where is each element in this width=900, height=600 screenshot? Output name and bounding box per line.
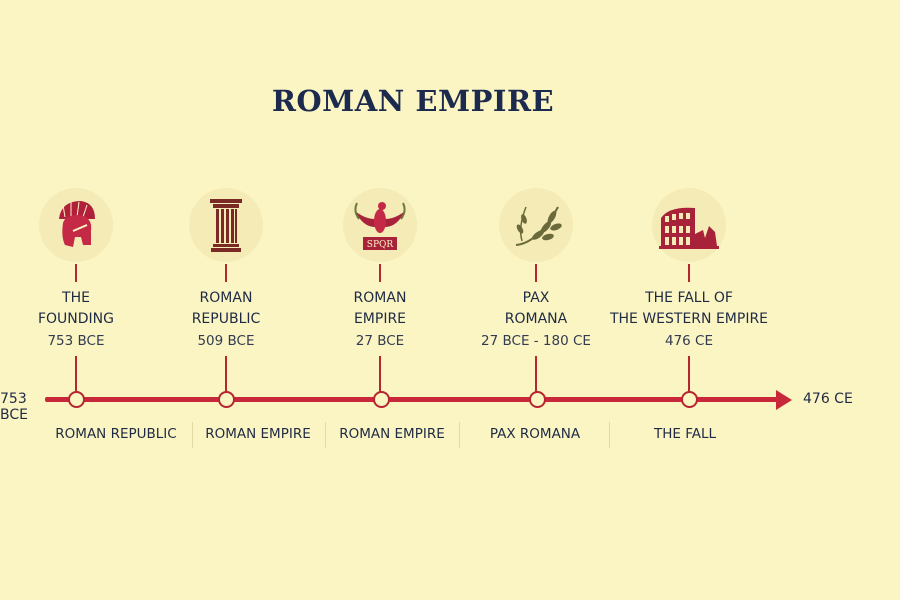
period-divider xyxy=(192,422,193,448)
event-date: 753 BCE xyxy=(47,333,105,349)
event-connector xyxy=(688,356,690,396)
colosseum-ruins-icon xyxy=(652,188,726,262)
event-date: 509 BCE xyxy=(197,333,255,349)
event-connector xyxy=(535,356,537,396)
timeline-marker[interactable] xyxy=(373,391,390,408)
event-tick xyxy=(225,264,227,282)
period-label: ROMAN EMPIRE xyxy=(205,426,311,442)
page-title: ROMAN EMPIRE xyxy=(271,84,555,118)
period-divider xyxy=(609,422,610,448)
event-date: 476 CE xyxy=(664,333,713,349)
timeline-start-label: 753 BCE xyxy=(0,391,28,423)
period-label: PAX ROMANA xyxy=(489,426,581,442)
event-date: 27 BCE - 180 CE xyxy=(481,333,591,349)
event-connector xyxy=(225,356,227,396)
period-label: ROMAN EMPIRE xyxy=(339,426,445,442)
laurel-branch-icon xyxy=(499,188,573,262)
event-date: 27 BCE xyxy=(355,333,405,349)
spqr-eagle-icon: SPQR xyxy=(343,188,417,262)
period-divider xyxy=(459,422,460,448)
timeline-marker[interactable] xyxy=(68,391,85,408)
event-tick xyxy=(535,264,537,282)
period-label: ROMAN REPUBLIC xyxy=(55,426,177,442)
svg-text:SPQR: SPQR xyxy=(367,240,394,250)
timeline-axis xyxy=(45,397,780,402)
event-connector xyxy=(75,356,77,396)
timeline-marker[interactable] xyxy=(529,391,546,408)
timeline-marker[interactable] xyxy=(218,391,235,408)
timeline-arrow-icon xyxy=(776,390,792,410)
period-label: THE FALL xyxy=(653,426,717,442)
event-tick xyxy=(75,264,77,282)
spartan-helmet-icon xyxy=(39,188,113,262)
event-tick xyxy=(688,264,690,282)
timeline-marker[interactable] xyxy=(681,391,698,408)
timeline-end-label: 476 CE xyxy=(803,391,853,407)
column-icon xyxy=(189,188,263,262)
period-divider xyxy=(325,422,326,448)
event-connector xyxy=(379,356,381,396)
event-tick xyxy=(379,264,381,282)
